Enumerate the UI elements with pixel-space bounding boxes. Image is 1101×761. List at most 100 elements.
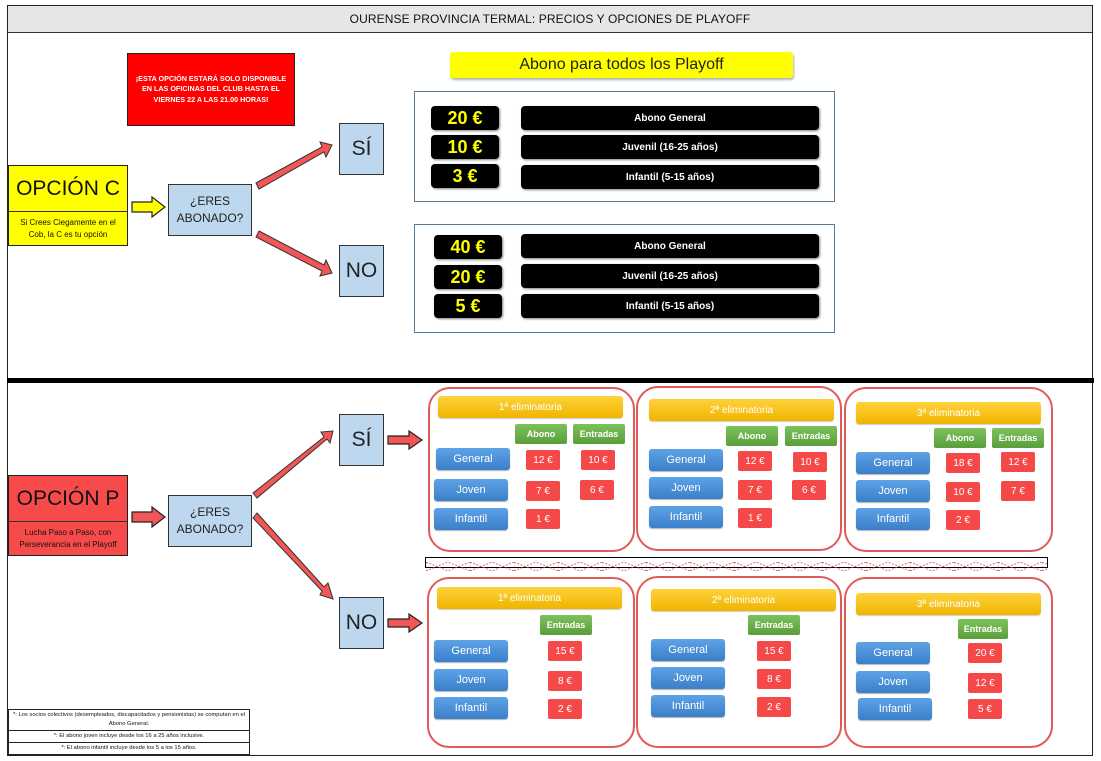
price-abono-infantil: 1 € bbox=[526, 509, 560, 529]
price-entradas-infantil: 2 € bbox=[548, 699, 582, 719]
price-entradas-general: 15 € bbox=[548, 641, 582, 661]
footnotes: *: Los socios colectivos (desempleados, … bbox=[8, 709, 250, 755]
price-value: 5 € bbox=[434, 294, 502, 318]
option-c-yes-box: SÍ bbox=[339, 123, 384, 175]
column-header-abono: Abono bbox=[934, 428, 986, 448]
price-abono-general: 18 € bbox=[946, 453, 980, 473]
price-entradas-general: 12 € bbox=[1001, 452, 1035, 472]
arrow-down-right-icon bbox=[252, 512, 334, 600]
price-entradas-infantil: 5 € bbox=[968, 699, 1002, 719]
round-title: 3ª eliminatoria bbox=[856, 402, 1041, 424]
warning-box: ¡ESTA OPCIÓN ESTARÁ SOLO DISPONIBLE EN L… bbox=[127, 53, 295, 126]
price-entradas-joven: 8 € bbox=[757, 669, 791, 689]
option-p-subtitle: Lucha Paso a Paso, con Perseverancia en … bbox=[19, 527, 117, 549]
category-infantil: Infantil bbox=[858, 698, 932, 720]
price-value: 3 € bbox=[431, 164, 499, 188]
option-p-box: OPCIÓN P Lucha Paso a Paso, con Persever… bbox=[8, 475, 128, 556]
option-c-yes-prices: 20 € Abono General 10 € Juvenil (16-25 a… bbox=[414, 91, 835, 202]
arrow-right-icon bbox=[387, 430, 424, 450]
price-entradas-joven: 12 € bbox=[968, 673, 1002, 693]
column-header-entradas: Entradas bbox=[958, 619, 1008, 639]
column-header-entradas: Entradas bbox=[748, 615, 800, 635]
category-joven: Joven bbox=[856, 480, 930, 502]
price-abono-general: 12 € bbox=[738, 451, 772, 471]
price-label: Abono General bbox=[521, 106, 819, 130]
branch-arrows-p bbox=[252, 430, 334, 600]
option-p-no-box: NO bbox=[339, 597, 384, 649]
category-general: General bbox=[434, 640, 508, 662]
yes-round-1: 1ª eliminatoria Abono Entradas General J… bbox=[428, 387, 635, 552]
column-header-entradas: Entradas bbox=[540, 615, 592, 635]
footnote: *: Los socios colectivos (desempleados, … bbox=[9, 710, 249, 731]
price-entradas-joven: 6 € bbox=[580, 480, 614, 500]
category-joven: Joven bbox=[856, 671, 930, 693]
category-infantil: Infantil bbox=[856, 508, 930, 530]
category-infantil: Infantil bbox=[434, 508, 508, 530]
round-title: 3ª eliminatoria bbox=[856, 593, 1041, 615]
option-c-no-prices: 40 € Abono General 20 € Juvenil (16-25 a… bbox=[414, 224, 835, 333]
arrow-right-icon bbox=[131, 506, 166, 528]
option-c-box: OPCIÓN C Si Crees Ciegamente en el Cob, … bbox=[8, 165, 128, 246]
round-title: 2ª eliminatoria bbox=[649, 399, 834, 421]
price-label: Juvenil (16-25 años) bbox=[521, 135, 819, 159]
category-general: General bbox=[856, 642, 930, 664]
arrow-up-right-icon bbox=[252, 430, 334, 499]
arrow-right-icon bbox=[131, 196, 166, 218]
option-c-subtitle: Si Crees Ciegamente en el Cob, la C es t… bbox=[20, 217, 116, 239]
price-value: 40 € bbox=[434, 235, 502, 259]
price-entradas-joven: 7 € bbox=[1001, 481, 1035, 501]
price-abono-joven: 7 € bbox=[526, 481, 560, 501]
column-header-entradas: Entradas bbox=[785, 426, 837, 446]
option-p-yes-box: SÍ bbox=[339, 414, 384, 466]
price-abono-infantil: 2 € bbox=[946, 510, 980, 530]
price-entradas-general: 20 € bbox=[968, 643, 1002, 663]
option-c-no-box: NO bbox=[339, 245, 384, 297]
arrow-down-right-icon bbox=[255, 230, 333, 277]
price-label: Abono General bbox=[521, 234, 819, 258]
option-c-question: ¿ERES ABONADO? bbox=[168, 184, 252, 236]
price-abono-infantil: 1 € bbox=[738, 508, 772, 528]
no-round-3: 3ª eliminatoria Entradas General Joven I… bbox=[844, 577, 1053, 748]
category-joven: Joven bbox=[651, 667, 725, 689]
category-joven: Joven bbox=[434, 479, 508, 501]
arrow-right-icon bbox=[387, 613, 424, 633]
price-value: 20 € bbox=[434, 265, 502, 289]
section-divider bbox=[7, 378, 1094, 383]
category-infantil: Infantil bbox=[434, 697, 508, 719]
page-title: OURENSE PROVINCIA TERMAL: PRECIOS Y OPCI… bbox=[8, 6, 1092, 33]
price-abono-general: 12 € bbox=[526, 450, 560, 470]
no-round-1: 1ª eliminatoria Entradas General Joven I… bbox=[427, 577, 635, 748]
price-entradas-general: 15 € bbox=[757, 641, 791, 661]
option-p-question: ¿ERES ABONADO? bbox=[168, 495, 252, 547]
price-entradas-general: 10 € bbox=[793, 452, 827, 472]
category-general: General bbox=[651, 639, 725, 661]
category-infantil: Infantil bbox=[651, 695, 725, 717]
category-joven: Joven bbox=[649, 477, 723, 499]
abono-banner: Abono para todos los Playoff bbox=[450, 52, 793, 78]
column-header-abono: Abono bbox=[726, 426, 778, 446]
category-general: General bbox=[649, 449, 723, 471]
option-p-title: OPCIÓN P bbox=[9, 476, 127, 522]
option-c-title: OPCIÓN C bbox=[9, 166, 127, 212]
footnote: *: El abono infantil incluye desde los 5… bbox=[61, 744, 197, 751]
price-entradas-joven: 6 € bbox=[792, 480, 826, 500]
column-header-abono: Abono bbox=[515, 424, 567, 444]
column-header-entradas: Entradas bbox=[573, 424, 625, 444]
price-entradas-general: 10 € bbox=[581, 450, 615, 470]
price-value: 20 € bbox=[431, 106, 499, 130]
price-label: Infantil (5-15 años) bbox=[521, 165, 819, 189]
yes-round-2: 2ª eliminatoria Abono Entradas General J… bbox=[636, 386, 842, 551]
round-title: 2ª eliminatoria bbox=[651, 589, 836, 611]
separator-band bbox=[425, 557, 1048, 571]
price-abono-joven: 7 € bbox=[738, 480, 772, 500]
category-general: General bbox=[436, 448, 510, 470]
column-header-entradas: Entradas bbox=[992, 428, 1044, 448]
round-title: 1ª eliminatoria bbox=[437, 587, 622, 609]
round-title: 1ª eliminatoria bbox=[438, 396, 623, 418]
category-joven: Joven bbox=[434, 669, 508, 691]
price-entradas-joven: 8 € bbox=[548, 671, 582, 691]
price-abono-joven: 10 € bbox=[946, 482, 980, 502]
category-infantil: Infantil bbox=[649, 506, 723, 528]
category-general: General bbox=[856, 452, 930, 474]
price-entradas-infantil: 2 € bbox=[757, 697, 791, 717]
